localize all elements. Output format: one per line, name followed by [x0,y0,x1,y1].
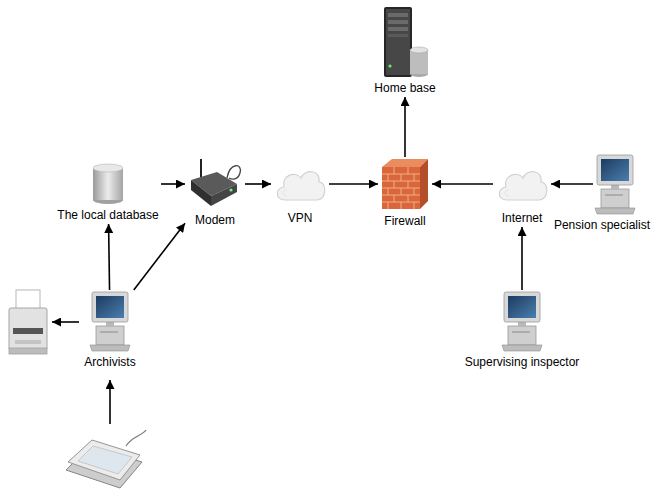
node-label: VPN [288,211,313,225]
node-label: Home base [374,81,435,95]
computer-icon [500,290,544,352]
scanner-icon [126,430,146,446]
connector-arrow [245,183,271,185]
scanner-icon [68,440,140,480]
connector-arrow [521,227,523,290]
network-node: The local database [55,163,161,224]
network-node: Supervising inspector [500,290,544,352]
database-icon [91,163,125,205]
computer-icon [90,292,130,351]
computer-icon [595,155,635,214]
network-node: Modem [185,158,245,229]
network-node: Firewall [378,157,432,230]
node-label: Internet [502,211,543,225]
scan-arrow [109,380,111,424]
connector-arrow [134,223,185,290]
node-label: Supervising inspector [465,355,580,369]
network-node: Pension specialist [593,153,637,215]
node-label: Archivists [84,355,135,369]
connector-arrow [161,183,185,185]
cloud-icon [499,172,546,200]
modem-icon [191,159,240,206]
modem-icon [187,158,243,210]
printer-icon [9,290,47,354]
scanner-icon [66,430,146,488]
network-node: VPN [271,160,329,227]
server-icon [380,6,430,78]
network-node: Home base [372,6,438,97]
server-icon [384,7,428,77]
node-label: The local database [57,208,158,222]
connector-arrow [108,224,111,290]
computer-icon [593,153,637,215]
printer-icon [9,348,47,354]
printer-icon [13,328,43,334]
connector-arrow [551,183,593,185]
firewall-icon [382,159,428,209]
database-icon [93,164,123,204]
connector-arrow [432,183,493,185]
printer-icon [9,308,47,350]
cloud-icon [277,172,324,200]
network-node: Internet [493,160,551,227]
node-label: Modem [195,213,235,227]
connector-arrow [404,97,406,157]
print-arrow [52,321,79,323]
cloud-icon [495,160,549,208]
computer-icon [502,292,542,351]
node-label: Pension specialist [554,218,650,232]
computer-icon [88,290,132,352]
cloud-icon [273,160,327,208]
scanner-icon [78,446,132,474]
connector-arrow [329,183,378,185]
network-node: Archivists [82,290,138,371]
firewall-icon [380,157,430,211]
printer-icon [15,340,41,344]
node-label: Firewall [384,214,425,228]
